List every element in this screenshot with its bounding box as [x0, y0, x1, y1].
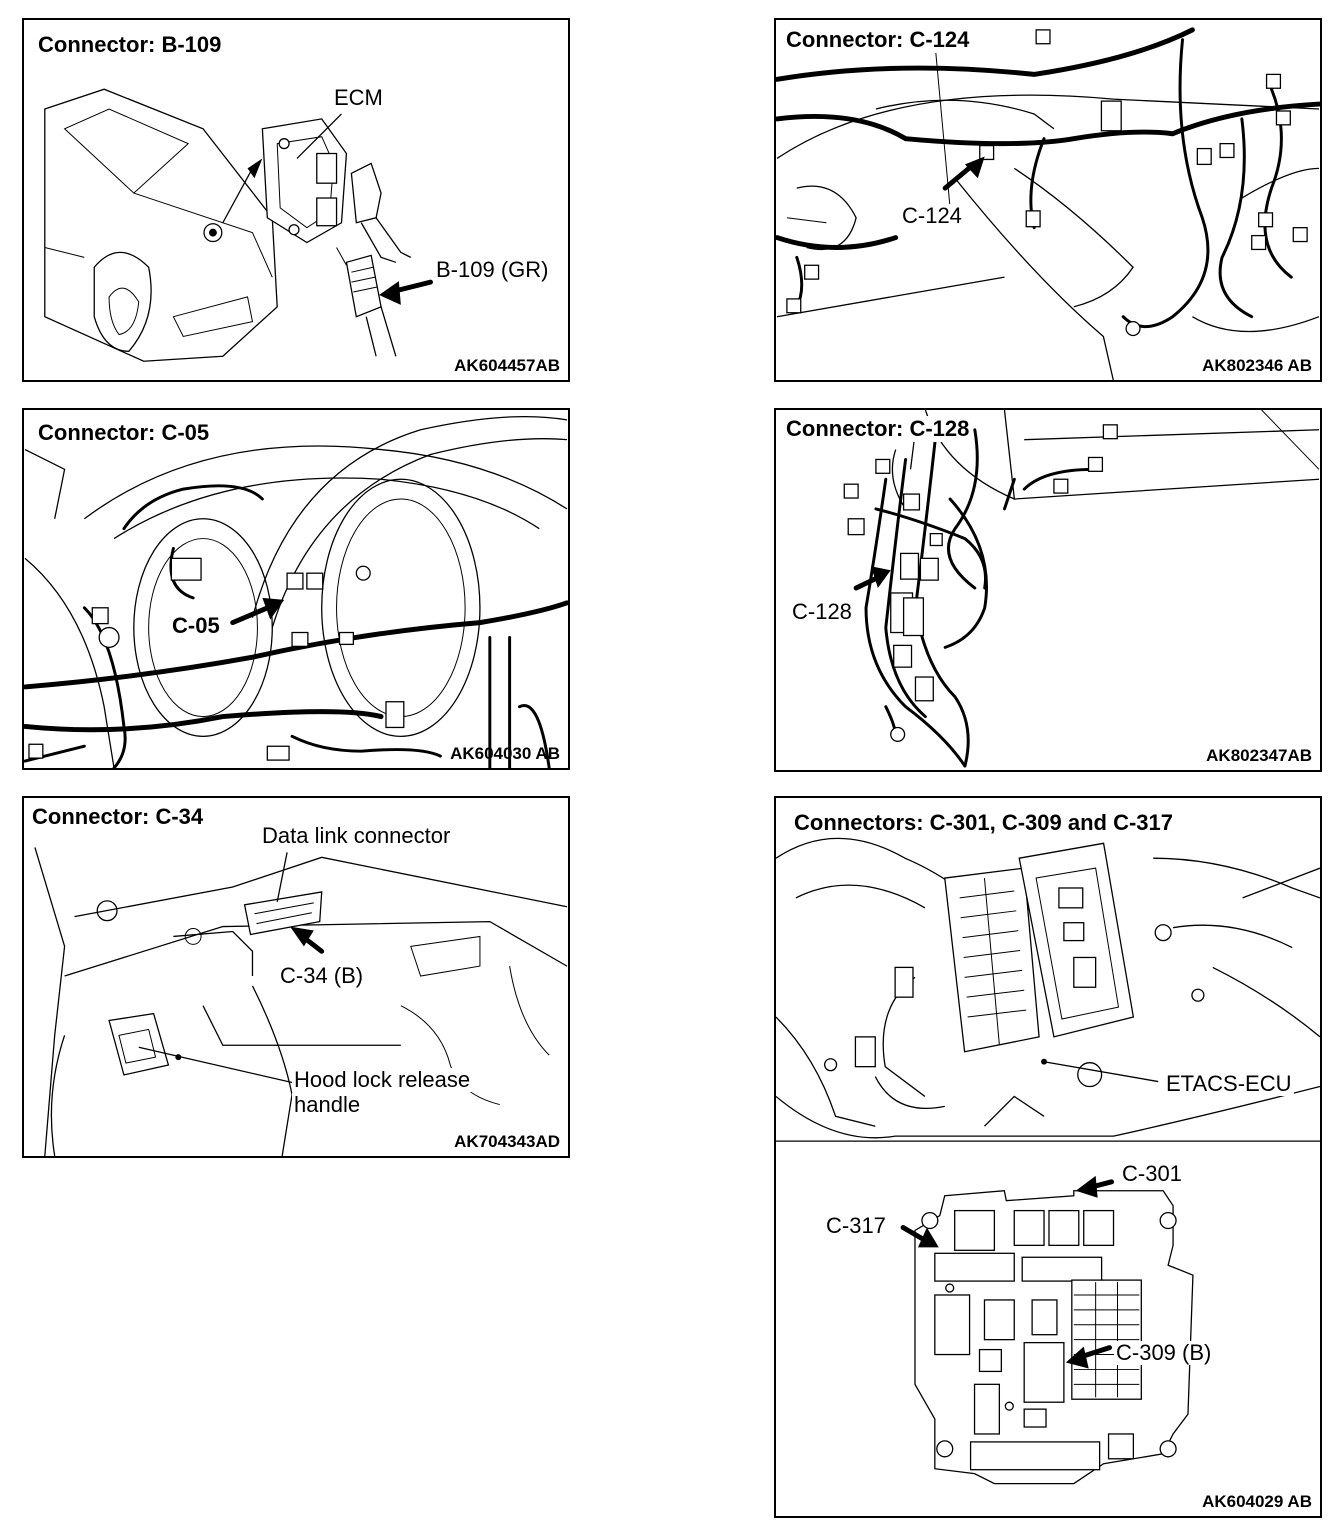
panel-connector-c34: Connector: C-34 Data link connector C-34… — [22, 796, 570, 1158]
etacs-illustration — [776, 837, 1320, 1485]
panel-connector-c124: Connector: C-124 C-124 AK802346 AB — [774, 18, 1322, 382]
c124-illustration — [776, 27, 1320, 380]
b109-illustration — [44, 88, 433, 362]
label-c309-b: C-309 (B) — [1114, 1340, 1214, 1366]
panel-title: Connector: C-34 — [30, 804, 206, 830]
label-c128: C-128 — [790, 599, 854, 625]
label-c05: C-05 — [170, 613, 222, 639]
figure-code: AK802346 AB — [1202, 356, 1312, 375]
label-c124: C-124 — [900, 203, 964, 229]
label-b109-gr: B-109 (GR) — [434, 257, 551, 283]
panel-title: Connector: C-128 — [784, 416, 972, 442]
label-c317: C-317 — [824, 1213, 888, 1239]
c34-illustration — [34, 847, 568, 1156]
label-etacs-ecu: ETACS-ECU — [1164, 1071, 1294, 1097]
figure-code: AK704343AD — [454, 1132, 560, 1151]
label-handle: handle — [292, 1092, 363, 1118]
panel-connector-b109: Connector: B-109 ECM B-109 (GR) AK604457… — [22, 18, 570, 382]
panel-title: Connector: B-109 — [36, 32, 224, 58]
c128-illustration — [843, 410, 1320, 768]
figure-code: AK802347AB — [1206, 746, 1312, 765]
c05-illustration — [24, 415, 568, 768]
label-c34-b: C-34 (B) — [278, 963, 366, 989]
label-ecm: ECM — [332, 85, 385, 111]
figure-code: AK604030 AB — [450, 744, 560, 763]
panel-connector-c128: Connector: C-128 C-128 AK802347AB — [774, 408, 1322, 772]
panel-connector-c05: Connector: C-05 C-05 AK604030 AB — [22, 408, 570, 770]
panel-title: Connector: C-124 — [784, 27, 972, 53]
panel-title: Connectors: C-301, C-309 and C-317 — [792, 810, 1175, 836]
panel-connectors-c301-c309-c317: Connectors: C-301, C-309 and C-317 ETACS… — [774, 796, 1322, 1518]
figure-code: AK604457AB — [454, 356, 560, 375]
label-hood-lock-release: Hood lock release — [292, 1067, 473, 1093]
figure-code: AK604029 AB — [1202, 1492, 1312, 1511]
label-data-link-connector: Data link connector — [260, 823, 453, 849]
label-c301: C-301 — [1120, 1161, 1184, 1187]
panel-title: Connector: C-05 — [36, 420, 212, 446]
